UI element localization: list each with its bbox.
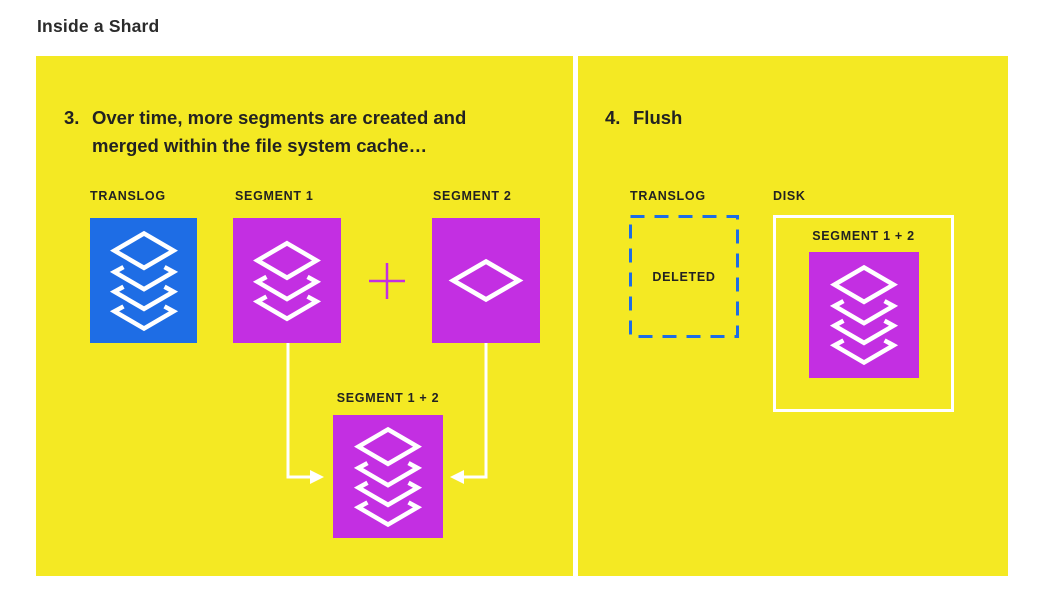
merge-arrow-right [450,343,488,484]
merge-arrow-left [286,343,324,484]
translog-box [90,218,197,343]
panel-step-3: 3. Over time, more segments are created … [36,56,573,576]
step-4-number: 4. [605,107,621,128]
segment2-box [432,218,540,343]
disk-box: SEGMENT 1 + 2 [773,215,954,412]
disk-merged-segment-label: SEGMENT 1 + 2 [812,229,915,243]
step-3-number: 3. [64,107,80,128]
diamond-icon [448,258,524,303]
segment1-box [233,218,341,343]
page-title: Inside a Shard [37,16,160,36]
step-3-text: Over time, more segments are created and… [92,107,467,156]
dashed-border [629,215,739,338]
step-4-text: Flush [633,107,683,128]
step-4-heading: 4. Flush [605,104,933,132]
layers-4-icon [353,426,423,527]
translog-label: TRANSLOG [90,189,166,203]
layers-4-icon [829,264,898,366]
plus-icon [369,263,405,299]
layers-4-icon [109,230,178,331]
segment2-label: SEGMENT 2 [433,189,512,203]
disk-merged-segment-box [808,252,919,378]
segment1-label: SEGMENT 1 [235,189,314,203]
deleted-label: DELETED [652,269,716,284]
merged-segment-box [333,415,443,538]
merged-segment-label: SEGMENT 1 + 2 [336,391,440,405]
translog-deleted-box: DELETED [629,215,739,338]
merged-segment-label-wrap: SEGMENT 1 + 2 [288,389,488,407]
step-3-heading: 3. Over time, more segments are created … [64,104,524,160]
layers-3-icon [252,240,322,321]
translog-label-right: TRANSLOG [630,189,706,203]
disk-label: DISK [773,189,806,203]
panel-step-4: 4. Flush TRANSLOG DISK DELETED SEGMENT 1… [578,56,1008,576]
